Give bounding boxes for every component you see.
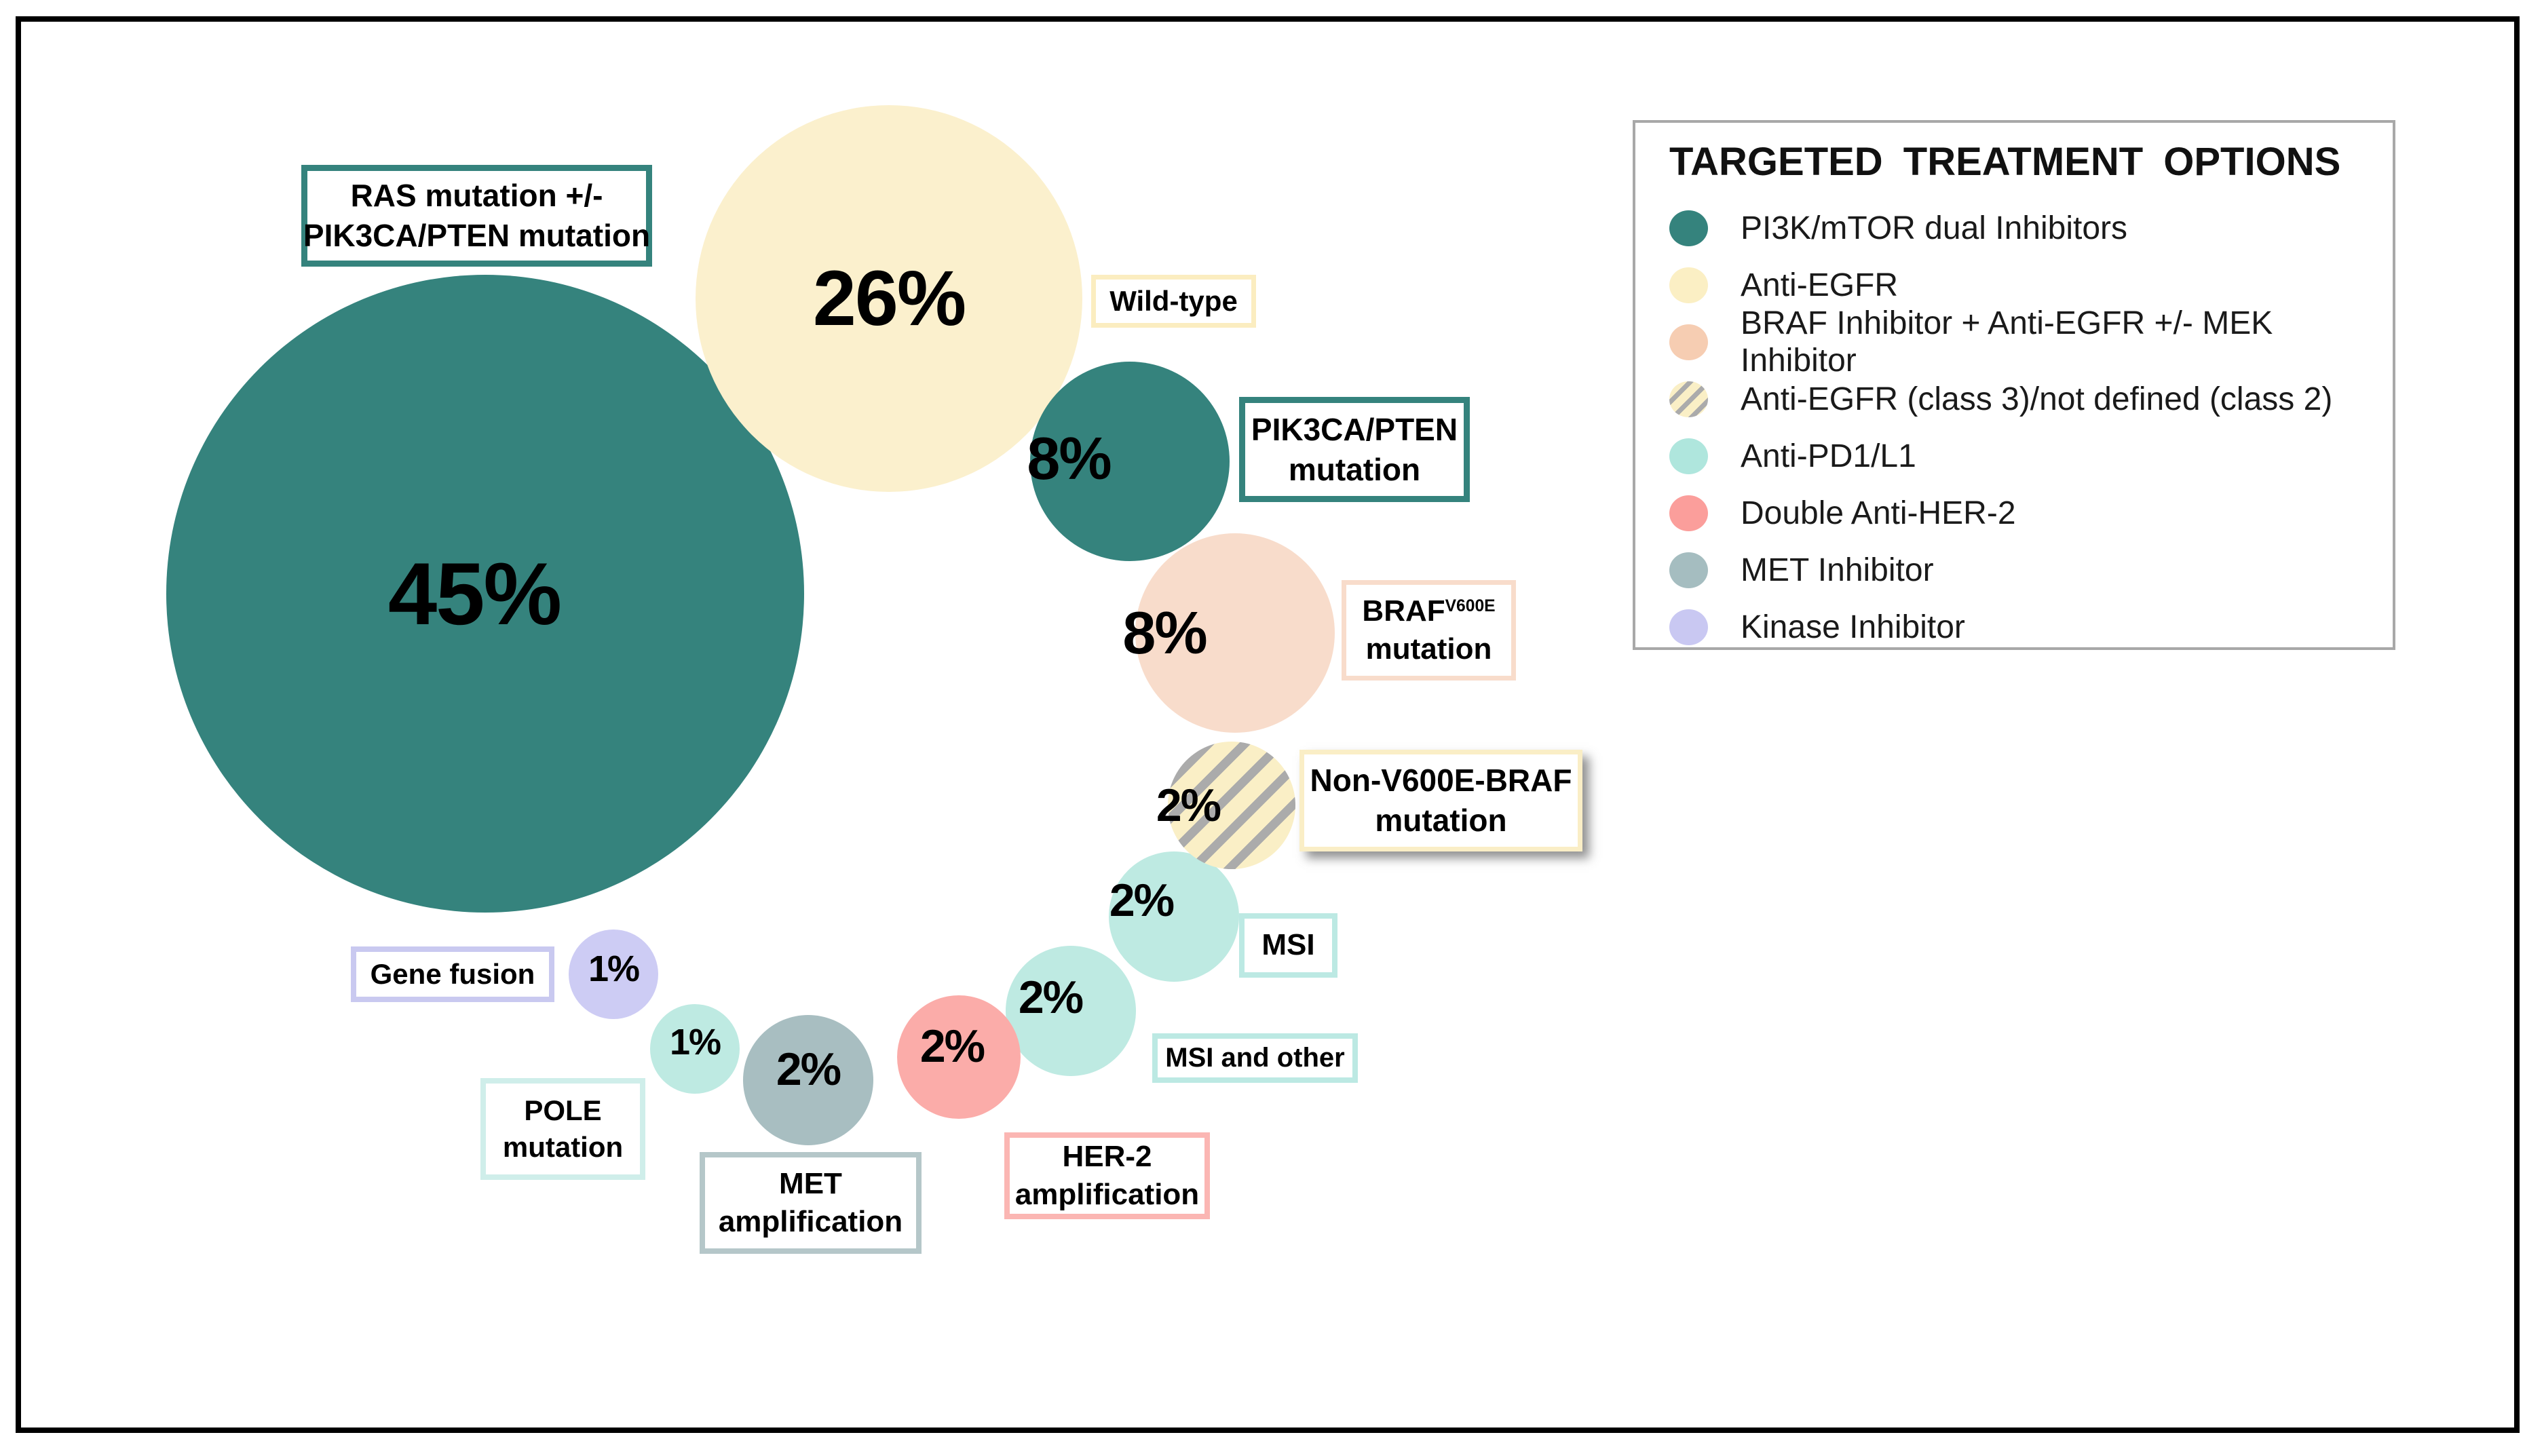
label-line: MSI and other (1165, 1042, 1345, 1073)
label-box-wild-type: Wild-type (1091, 275, 1256, 328)
legend-title: TARGETED TREATMENT OPTIONS (1669, 140, 2341, 184)
legend-item-7: Kinase Inhibitor (1669, 598, 2393, 655)
label-line: mutation (1375, 803, 1507, 838)
legend-swatch-icon (1669, 438, 1708, 474)
label-box-gene-fusion: Gene fusion (351, 946, 554, 1002)
bubble-percent-label: 1% (669, 1022, 721, 1062)
label-box-msi: MSI (1239, 913, 1337, 978)
label-line: Non-V600E-BRAF (1310, 763, 1572, 799)
bubble-pik3ca-pten: 8% (1027, 362, 1230, 561)
legend-item-2: BRAF Inhibitor + Anti-EGFR +/- MEK Inhib… (1669, 305, 2393, 379)
bubble-met: 2% (743, 1015, 873, 1145)
legend-item-3: Anti-EGFR (class 3)/not defined (class 2… (1669, 370, 2393, 427)
label-line: mutation (502, 1131, 624, 1163)
label-line: MET (779, 1166, 842, 1200)
label-line: RAS mutation +/- (350, 178, 603, 214)
label-line: PIK3CA/PTEN (1251, 411, 1458, 447)
legend-swatch-icon (1669, 609, 1708, 645)
legend-item-label: PI3K/mTOR dual Inhibitors (1741, 210, 2128, 246)
bubble-braf-v600e: 8% (1122, 533, 1335, 733)
legend-item-5: Double Anti-HER-2 (1669, 484, 2393, 541)
bubble-percent-label: 2% (1109, 875, 1175, 926)
bubble-msi-and-other: 2% (1006, 946, 1136, 1076)
bubble-percent-label: 1% (588, 949, 640, 989)
figure-frame (16, 16, 2520, 1433)
label-box-msi-and-other: MSI and other (1152, 1033, 1358, 1083)
bubble-wild-type: 26% (696, 105, 1082, 492)
legend-swatch-icon (1669, 552, 1708, 588)
label-box-ras: RAS mutation +/- PIK3CA/PTEN mutation (301, 165, 652, 267)
label-line: amplification (718, 1205, 903, 1238)
legend-item-label: Anti-EGFR (1741, 267, 1899, 303)
label-box-her2: HER-2 amplification (1004, 1132, 1210, 1219)
bubble-gene-fusion: 1% (569, 930, 658, 1019)
bubble-percent-label: 2% (919, 1020, 985, 1072)
bubble-msi: 2% (1109, 851, 1239, 982)
legend-swatch-icon (1669, 324, 1708, 360)
bubble-percent-label: 8% (1027, 425, 1112, 492)
legend-item-4: Anti-PD1/L1 (1669, 427, 2393, 484)
legend-swatch-icon (1669, 495, 1708, 531)
legend-item-label: Anti-EGFR (class 3)/not defined (class 2… (1741, 381, 2333, 417)
legend-item-label: BRAF Inhibitor + Anti-EGFR +/- MEK Inhib… (1741, 305, 2273, 379)
legend-swatch-icon (1669, 381, 1708, 417)
legend-item-label: Kinase Inhibitor (1741, 609, 1965, 645)
bubble-her2: 2% (897, 995, 1021, 1119)
legend-item-label: Anti-PD1/L1 (1741, 438, 1916, 474)
label-line: BRAFV600E (1362, 594, 1496, 628)
legend-panel: TARGETED TREATMENT OPTIONS PI3K/mTOR dua… (1633, 120, 2395, 650)
bubble-percent-label: 45% (387, 544, 562, 643)
legend-item-0: PI3K/mTOR dual Inhibitors (1669, 199, 2393, 256)
legend-item-label: MET Inhibitor (1741, 552, 1934, 588)
bubble-percent-label: 2% (1018, 972, 1084, 1023)
bubble-pole: 1% (650, 1004, 740, 1094)
label-line: MSI (1261, 928, 1315, 962)
label-box-non-v600e-braf: Non-V600E-BRAF mutation (1299, 750, 1582, 851)
label-line: mutation (1288, 451, 1421, 487)
label-box-braf-v600e: BRAFV600E mutation (1342, 580, 1516, 681)
label-line: HER-2 (1062, 1139, 1152, 1173)
legend-item-6: MET Inhibitor (1669, 541, 2393, 598)
legend-item-1: Anti-EGFR (1669, 256, 2393, 313)
bubble-percent-label: 2% (1156, 780, 1221, 831)
legend-item-label: Double Anti-HER-2 (1741, 495, 2016, 531)
label-line: mutation (1365, 632, 1492, 666)
bubble-percent-label: 8% (1122, 599, 1207, 666)
label-line: POLE (524, 1094, 602, 1127)
legend-swatch-icon (1669, 267, 1708, 303)
bubble-non-v600e-braf: 2% (1156, 742, 1295, 869)
legend-swatch-icon (1669, 210, 1708, 246)
label-line: amplification (1014, 1178, 1200, 1211)
label-box-met: MET amplification (700, 1152, 922, 1254)
label-line: Gene fusion (370, 958, 535, 991)
label-line: PIK3CA/PTEN mutation (303, 218, 651, 253)
label-line: Wild-type (1109, 285, 1238, 318)
bubble-ras: 45% (166, 275, 804, 913)
bubble-percent-label: 2% (776, 1043, 841, 1095)
bubble-percent-label: 26% (812, 255, 966, 342)
label-box-pole: POLE mutation (480, 1078, 645, 1180)
label-box-pik3ca-pten: PIK3CA/PTEN mutation (1239, 397, 1470, 502)
